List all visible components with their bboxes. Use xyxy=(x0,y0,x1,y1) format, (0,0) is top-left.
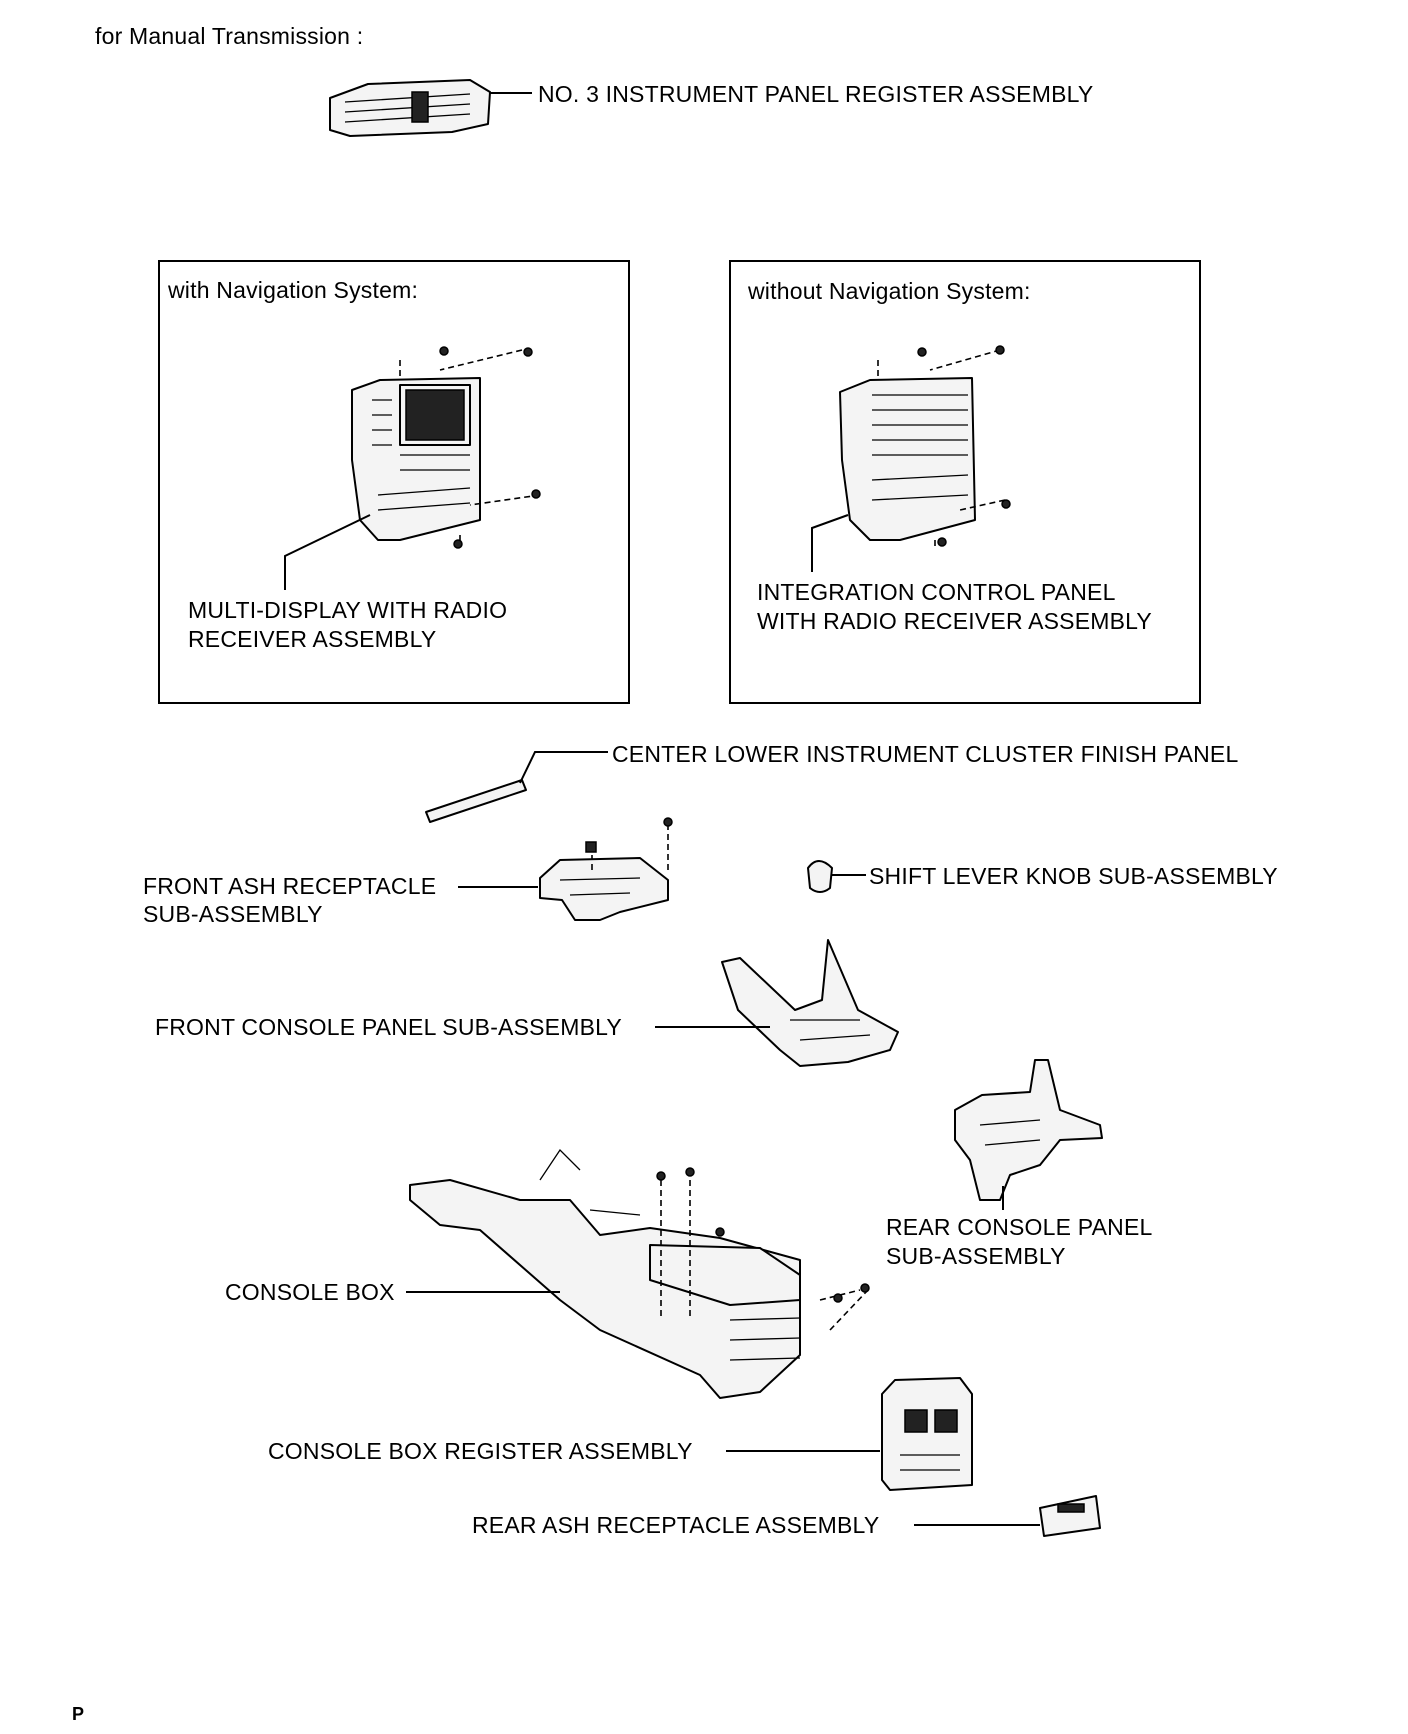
with-navigation-title: with Navigation System: xyxy=(168,277,419,303)
center-lower-finish-part xyxy=(425,751,608,823)
integration-panel-part xyxy=(811,345,1011,572)
front-console-panel-part xyxy=(655,939,899,1067)
rear-ash-receptacle-part xyxy=(914,1495,1101,1537)
rear-ash-label: REAR ASH RECEPTACLE ASSEMBLY xyxy=(472,1512,880,1538)
without-navigation-title: without Navigation System: xyxy=(748,278,1031,304)
console-box-part xyxy=(406,1148,870,1399)
footer-code: P xyxy=(72,1704,85,1724)
center-lower-finish-label: CENTER LOWER INSTRUMENT CLUSTER FINISH P… xyxy=(612,741,1239,767)
shift-knob-label: SHIFT LEVER KNOB SUB-ASSEMBLY xyxy=(869,863,1278,889)
rear-console-label-line1: REAR CONSOLE PANEL xyxy=(886,1214,1153,1240)
multi-display-part xyxy=(284,346,541,590)
rear-console-panel-part xyxy=(954,1059,1103,1210)
integration-panel-label-line1: INTEGRATION CONTROL PANEL xyxy=(757,579,1116,605)
console-box-label: CONSOLE BOX xyxy=(225,1279,395,1305)
multi-display-label-line2: RECEIVER ASSEMBLY xyxy=(188,626,437,652)
console-register-label: CONSOLE BOX REGISTER ASSEMBLY xyxy=(268,1438,693,1464)
transmission-condition-text: for Manual Transmission : xyxy=(95,23,364,49)
multi-display-label-line1: MULTI-DISPLAY WITH RADIO xyxy=(188,597,508,623)
integration-panel-label-line2: WITH RADIO RECEIVER ASSEMBLY xyxy=(757,608,1152,634)
rear-console-label-line2: SUB-ASSEMBLY xyxy=(886,1243,1066,1269)
front-ash-receptacle-part xyxy=(458,817,673,921)
front-ash-label-line2: SUB-ASSEMBLY xyxy=(143,901,323,927)
front-ash-label-line1: FRONT ASH RECEPTACLE xyxy=(143,873,437,899)
no3-register-part xyxy=(329,79,532,137)
no3-register-label: NO. 3 INSTRUMENT PANEL REGISTER ASSEMBLY xyxy=(538,81,1094,107)
shift-knob-part xyxy=(807,860,866,893)
front-console-label: FRONT CONSOLE PANEL SUB-ASSEMBLY xyxy=(155,1014,622,1040)
console-box-register-part xyxy=(726,1377,973,1491)
